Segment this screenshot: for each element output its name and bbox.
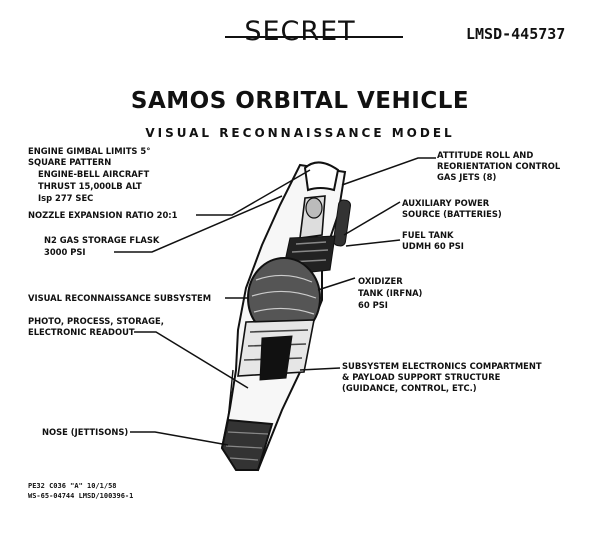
leader-fuel — [345, 239, 401, 247]
label-nose: NOSE (JETTISONS) — [42, 427, 129, 437]
leader-nose — [130, 431, 229, 446]
label-subsystem-3: (GUIDANCE, CONTROL, ETC.) — [342, 383, 477, 393]
label-oxidizer-3: 60 PSI — [358, 300, 388, 310]
label-thrust: THRUST 15,000LB ALT — [38, 181, 142, 191]
label-attitude-3: GAS JETS (8) — [437, 172, 497, 182]
nose-cone — [220, 418, 274, 471]
label-fuel-tank: FUEL TANK — [402, 230, 454, 240]
leader-nozzle — [196, 169, 311, 216]
label-fuel-spec: UDMH 60 PSI — [402, 241, 464, 251]
label-attitude-1: ATTITUDE ROLL AND — [437, 150, 534, 160]
label-aux-power-2: SOURCE (BATTERIES) — [402, 209, 502, 219]
leader-lines — [114, 157, 436, 446]
leader-oxidizer — [317, 277, 356, 291]
label-gas-pressure: 3000 PSI — [44, 247, 86, 257]
label-oxidizer-1: OXIDIZER — [358, 276, 403, 286]
label-subsystem-1: SUBSYSTEM ELECTRONICS COMPARTMENT — [342, 361, 542, 371]
label-isp: Isp 277 SEC — [38, 193, 94, 203]
leader-photo — [134, 331, 249, 389]
label-engine-bell: ENGINE-BELL AIRCRAFT — [38, 169, 150, 179]
leader-subsystem — [299, 367, 341, 371]
flask-top — [305, 197, 323, 219]
diagram-subtitle: VISUAL RECONNAISSANCE MODEL — [145, 126, 455, 140]
footer-ref-2: WS-65-04744 LMSD/100396-1 — [28, 492, 134, 500]
label-square-pattern: SQUARE PATTERN — [28, 157, 112, 167]
electronics-compartment — [259, 335, 293, 381]
label-visual-subsystem: VISUAL RECONNAISSANCE SUBSYSTEM — [28, 293, 212, 303]
label-engine-gimbal: ENGINE GIMBAL LIMITS 5° — [28, 146, 151, 156]
label-aux-power-1: AUXILIARY POWER — [402, 198, 490, 208]
footer-ref-1: PE32 C036 "A" 10/1/58 — [28, 482, 117, 490]
label-attitude-2: REORIENTATION CONTROL — [437, 161, 561, 171]
label-gas-storage: N2 GAS STORAGE FLASK — [44, 235, 160, 245]
classification-strikethrough — [225, 36, 403, 38]
engine-bell — [303, 161, 340, 192]
leader-aux-power — [343, 201, 401, 236]
label-subsystem-2: & PAYLOAD SUPPORT STRUCTURE — [342, 372, 501, 382]
label-nozzle: NOZZLE EXPANSION RATIO 20:1 — [28, 210, 178, 220]
leader-gas-storage — [114, 195, 283, 253]
label-oxidizer-2: TANK (IRFNA) — [358, 288, 423, 298]
leader-attitude — [341, 157, 436, 186]
classification-stamp: SECRET — [244, 16, 356, 47]
label-electronic-readout: ELECTRONIC READOUT — [28, 327, 135, 337]
label-photo-process: PHOTO, PROCESS, STORAGE, — [28, 316, 164, 326]
document-number: LMSD-445737 — [466, 25, 566, 43]
diagram-title: SAMOS ORBITAL VEHICLE — [130, 88, 470, 114]
